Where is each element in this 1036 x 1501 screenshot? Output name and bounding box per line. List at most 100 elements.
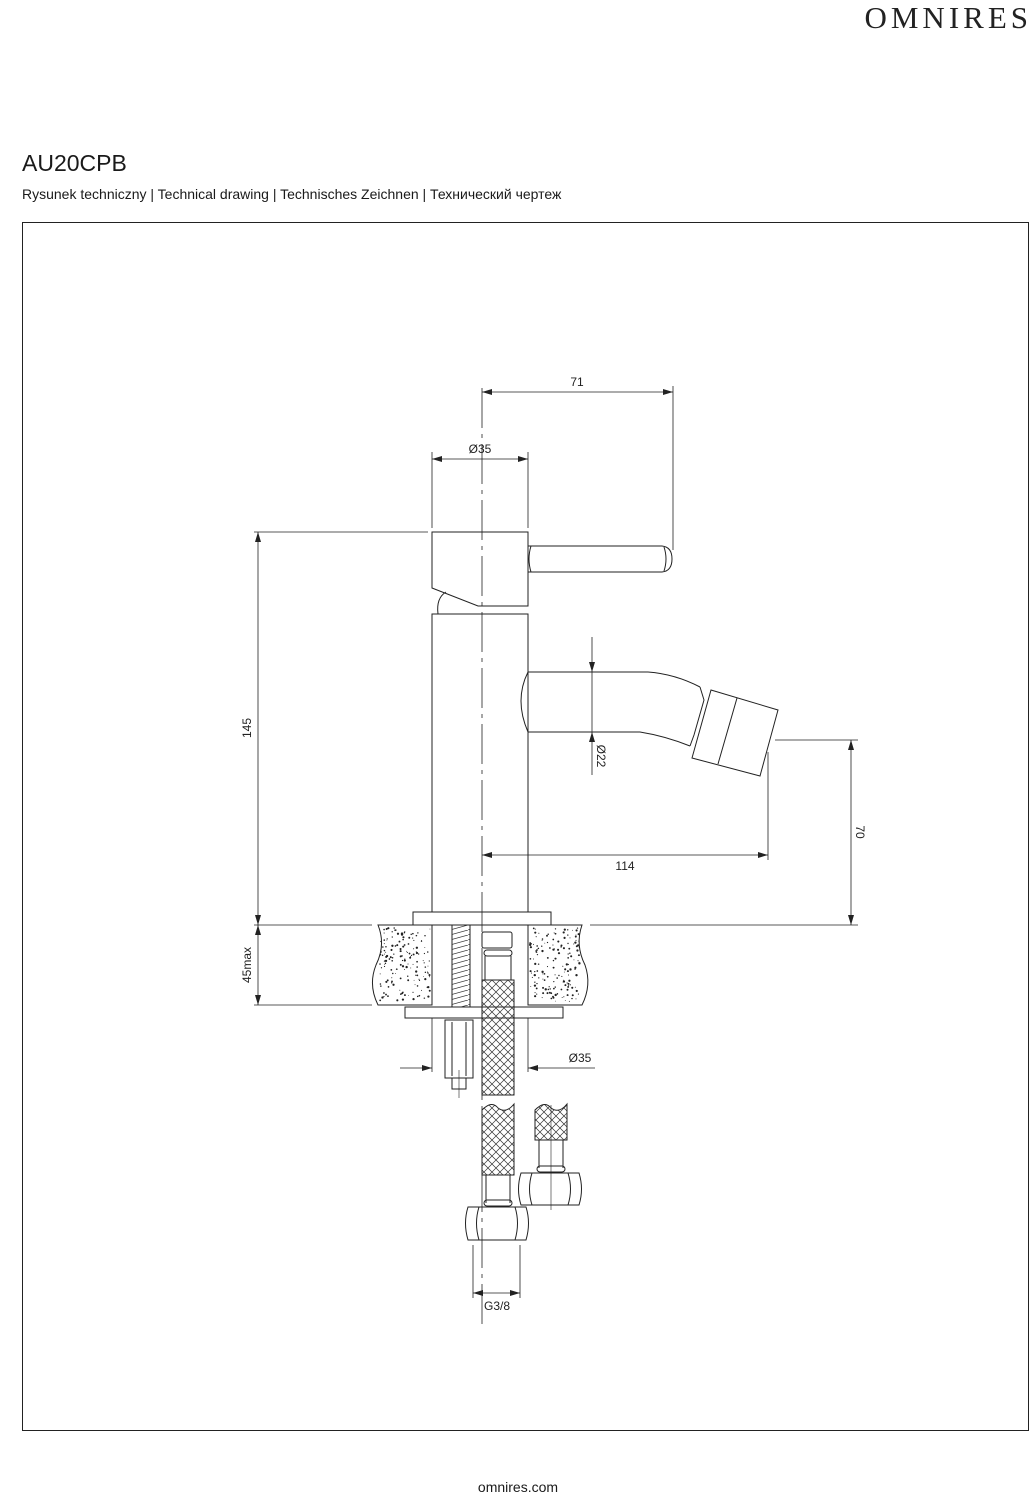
speckle [560,988,563,991]
speckle [390,982,393,984]
speckle [413,939,415,942]
speckle [529,970,532,973]
speckle [548,991,551,994]
speckle [412,932,414,935]
speckle [572,929,573,931]
speckle [534,970,536,973]
speckle [383,992,385,994]
speckle [533,943,535,945]
speckle [395,968,398,971]
lever [528,545,673,573]
speckle [422,960,424,962]
speckle [567,942,569,945]
speckle [395,973,396,974]
speckle [401,959,404,962]
base-flange [412,911,552,926]
speckle [556,977,559,979]
speckle [571,997,573,1000]
speckle [423,997,426,999]
speckle [391,931,393,933]
speckle [426,971,428,973]
speckle [396,929,397,931]
speckle [403,932,406,934]
speckle [578,947,580,949]
speckle [555,1000,556,1002]
dim-spout-diameter: Ø22 [594,745,608,768]
speckle [563,936,566,939]
threaded-stud [451,924,471,1008]
speckle [390,956,392,958]
speckle [578,940,580,942]
speckle [385,927,388,930]
speckle [424,947,426,948]
speckle [532,958,534,960]
product-code: AU20CPB [22,150,127,176]
speckle [542,986,545,989]
speckle [532,927,535,930]
speckle [396,932,400,935]
speckle [407,975,409,977]
speckle [403,994,406,997]
speckle [531,976,533,978]
speckle [424,966,427,968]
speckle [415,951,419,955]
speckle [387,995,389,997]
speckle [538,977,540,979]
speckle [574,966,577,969]
speckle [380,940,382,943]
speckle [566,982,568,984]
speckle [387,986,390,988]
speckle [379,983,382,985]
speckle [393,927,395,929]
speckle [529,946,533,949]
speckle [383,995,385,998]
speckle [544,942,546,944]
speckle [401,998,405,1001]
speckle [562,981,564,983]
speckle [424,978,427,981]
speckle [402,991,404,993]
speckle [577,954,580,957]
speckle [424,971,427,974]
stud-nut [444,1019,474,1079]
speckle [550,997,553,1000]
speckle [529,958,532,960]
speckle [541,938,544,940]
speckle [391,980,393,983]
speckle [415,934,418,937]
speckle [394,945,397,947]
speckle [543,979,546,981]
dim-connection-thread: G3/8 [484,1299,510,1313]
speckle [383,949,386,952]
speckle [429,976,431,978]
speckle [566,988,569,991]
speckle [383,939,386,941]
aerator [691,689,779,777]
speckle [412,963,414,965]
speckle [530,943,532,945]
speckle [428,960,430,962]
speckle [384,959,388,963]
speckle [413,979,415,981]
speckle [408,995,409,997]
speckle [421,989,423,991]
speckle [563,971,565,973]
speckle [392,983,395,986]
speckle [415,951,417,953]
speckle [408,952,411,955]
speckle [386,979,389,982]
speckle [407,963,409,965]
speckle [564,1000,566,1001]
speckle [554,932,557,935]
speckle [407,979,410,982]
speckle [424,935,426,937]
speckle [569,968,572,971]
speckle [385,980,388,983]
speckle [535,936,537,938]
speckle [546,956,549,959]
speckle [552,966,555,969]
dim-handle-diameter: Ø35 [469,442,492,456]
countertop [372,924,433,1006]
speckle [427,972,429,974]
speckle [575,998,577,1000]
